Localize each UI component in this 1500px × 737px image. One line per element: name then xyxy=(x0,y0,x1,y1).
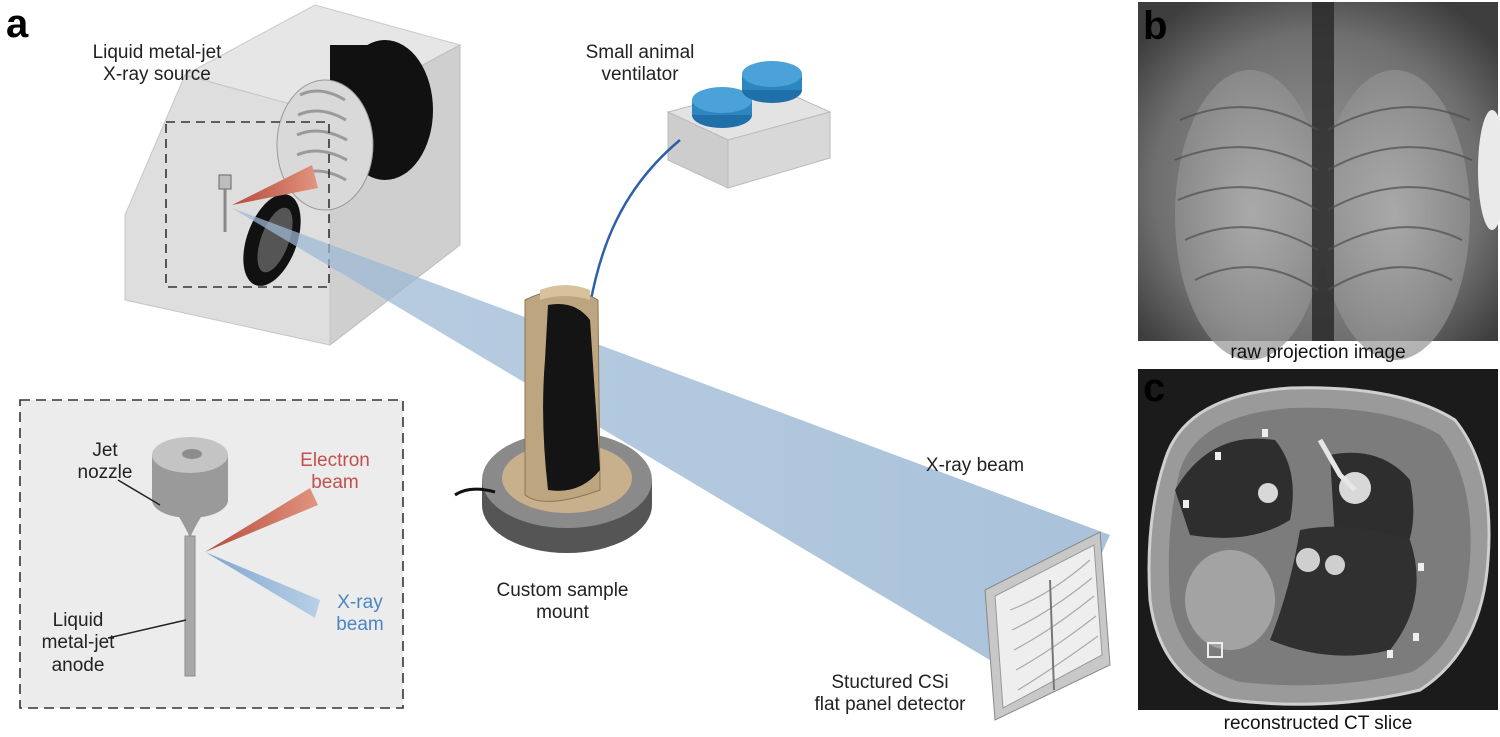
raw-projection-image xyxy=(1138,2,1500,360)
inset-jet-nozzle-line2: nozzle xyxy=(77,462,133,484)
xray-source-label: Liquid metal-jet X-ray source xyxy=(72,42,242,87)
ventilator xyxy=(666,61,832,189)
detector-label: Stuctured CSi flat panel detector xyxy=(795,672,985,717)
inset-electron-beam-line1: Electron xyxy=(300,450,370,471)
inset-nozzle xyxy=(152,437,228,677)
xray-source-label-line2: X-ray source xyxy=(103,64,211,86)
sample-mount xyxy=(454,285,652,553)
ventilator-label: Small animal ventilator xyxy=(565,42,715,87)
panel-label-a: a xyxy=(6,2,29,46)
sample-mount-label-line2: mount xyxy=(536,602,589,624)
jet-nozzle-leader xyxy=(117,479,161,506)
ct-slice-image xyxy=(1138,369,1498,710)
inset-anode-line1: Liquid xyxy=(52,610,104,631)
flat-panel-detector xyxy=(984,531,1111,721)
source-electron-cone xyxy=(232,165,318,205)
inset-electron-cone xyxy=(205,488,318,552)
panel-label-c: c xyxy=(1143,366,1166,410)
ct-slice-caption: reconstructed CT slice xyxy=(1223,713,1413,734)
inset-electron-beam-label: Electron beam xyxy=(280,450,390,495)
anode-leader xyxy=(107,619,187,639)
inset-xray-cone xyxy=(205,552,320,618)
ventilator-label-line1: Small animal xyxy=(585,42,695,63)
xray-window xyxy=(243,194,301,286)
inset-jet-nozzle-line1: Jet xyxy=(92,440,118,461)
source-zoom-box xyxy=(165,121,330,288)
xray-beam-label: X-ray beam xyxy=(925,455,1025,476)
sample-mount-label: Custom sample mount xyxy=(480,580,645,625)
ventilator-tube xyxy=(588,139,681,306)
detector-label-line2: flat panel detector xyxy=(814,694,966,716)
inset-xray-beam-line1: X-ray xyxy=(337,592,383,613)
xray-beam-cone xyxy=(232,208,1110,690)
inset-xray-beam-label: X-ray beam xyxy=(315,592,405,637)
detector-label-line1: Stuctured CSi xyxy=(831,672,949,693)
inset-anode-line3: anode xyxy=(51,654,105,676)
panel-label-b: b xyxy=(1143,4,1168,48)
xray-source-label-line1: Liquid metal-jet xyxy=(92,42,222,63)
inset-electron-beam-line2: beam xyxy=(311,472,359,494)
inset-anode-label: Liquid metal-jet anode xyxy=(28,610,128,677)
sample-mount-label-line1: Custom sample xyxy=(496,580,629,601)
inset-jet-nozzle-label: Jet nozzle xyxy=(60,440,150,485)
source-nozzle xyxy=(218,174,232,232)
inset-xray-beam-line2: beam xyxy=(336,614,384,636)
projection-caption: raw projection image xyxy=(1230,342,1406,363)
ventilator-label-line2: ventilator xyxy=(601,64,679,86)
inset-anode-line2: metal-jet xyxy=(41,632,115,654)
